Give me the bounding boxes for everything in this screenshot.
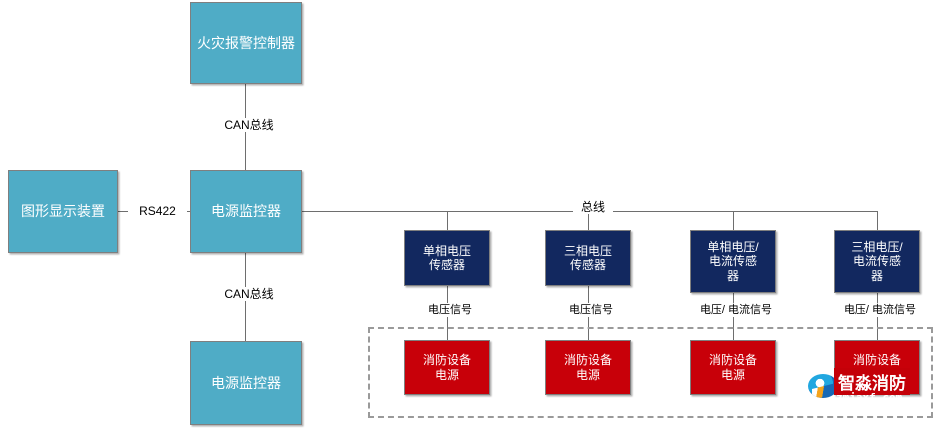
bus-drop-sensor-1	[447, 211, 448, 230]
bus-drop-sensor-3	[733, 211, 734, 230]
node-sensor-3[interactable]: 单相电压/ 电流传感 器	[690, 230, 776, 293]
label-main-bus: 总线	[573, 200, 613, 214]
label-signal-3: 电压/ 电流信号	[688, 303, 784, 317]
node-graphic-display-device[interactable]: 图形显示装置	[8, 170, 118, 253]
node-power-monitor-secondary[interactable]: 电源监控器	[190, 341, 302, 425]
node-sensor-1[interactable]: 单相电压 传感器	[404, 230, 490, 286]
node-sensor-2[interactable]: 三相电压 传感器	[545, 230, 631, 286]
node-fire-alarm-controller[interactable]: 火灾报警控制器	[190, 2, 302, 84]
label-signal-4: 电压/ 电流信号	[832, 303, 928, 317]
load-group-dashed-boundary	[368, 327, 933, 418]
bus-drop-sensor-2	[588, 211, 589, 230]
node-load-4[interactable]: 消防设备 电源	[834, 340, 920, 395]
node-power-monitor-main[interactable]: 电源监控器	[190, 170, 302, 253]
label-can-bus-top: CAN总线	[210, 118, 288, 132]
node-load-1[interactable]: 消防设备 电源	[404, 340, 490, 395]
node-load-3[interactable]: 消防设备 电源	[690, 340, 776, 395]
label-signal-1: 电压信号	[405, 303, 495, 317]
label-signal-2: 电压信号	[546, 303, 636, 317]
label-rs422: RS422	[128, 204, 187, 218]
label-can-bus-bottom: CAN总线	[210, 287, 288, 301]
node-load-2[interactable]: 消防设备 电源	[545, 340, 631, 395]
bus-drop-sensor-4	[877, 211, 878, 230]
node-sensor-4[interactable]: 三相电压/ 电流传感 器	[834, 230, 920, 293]
